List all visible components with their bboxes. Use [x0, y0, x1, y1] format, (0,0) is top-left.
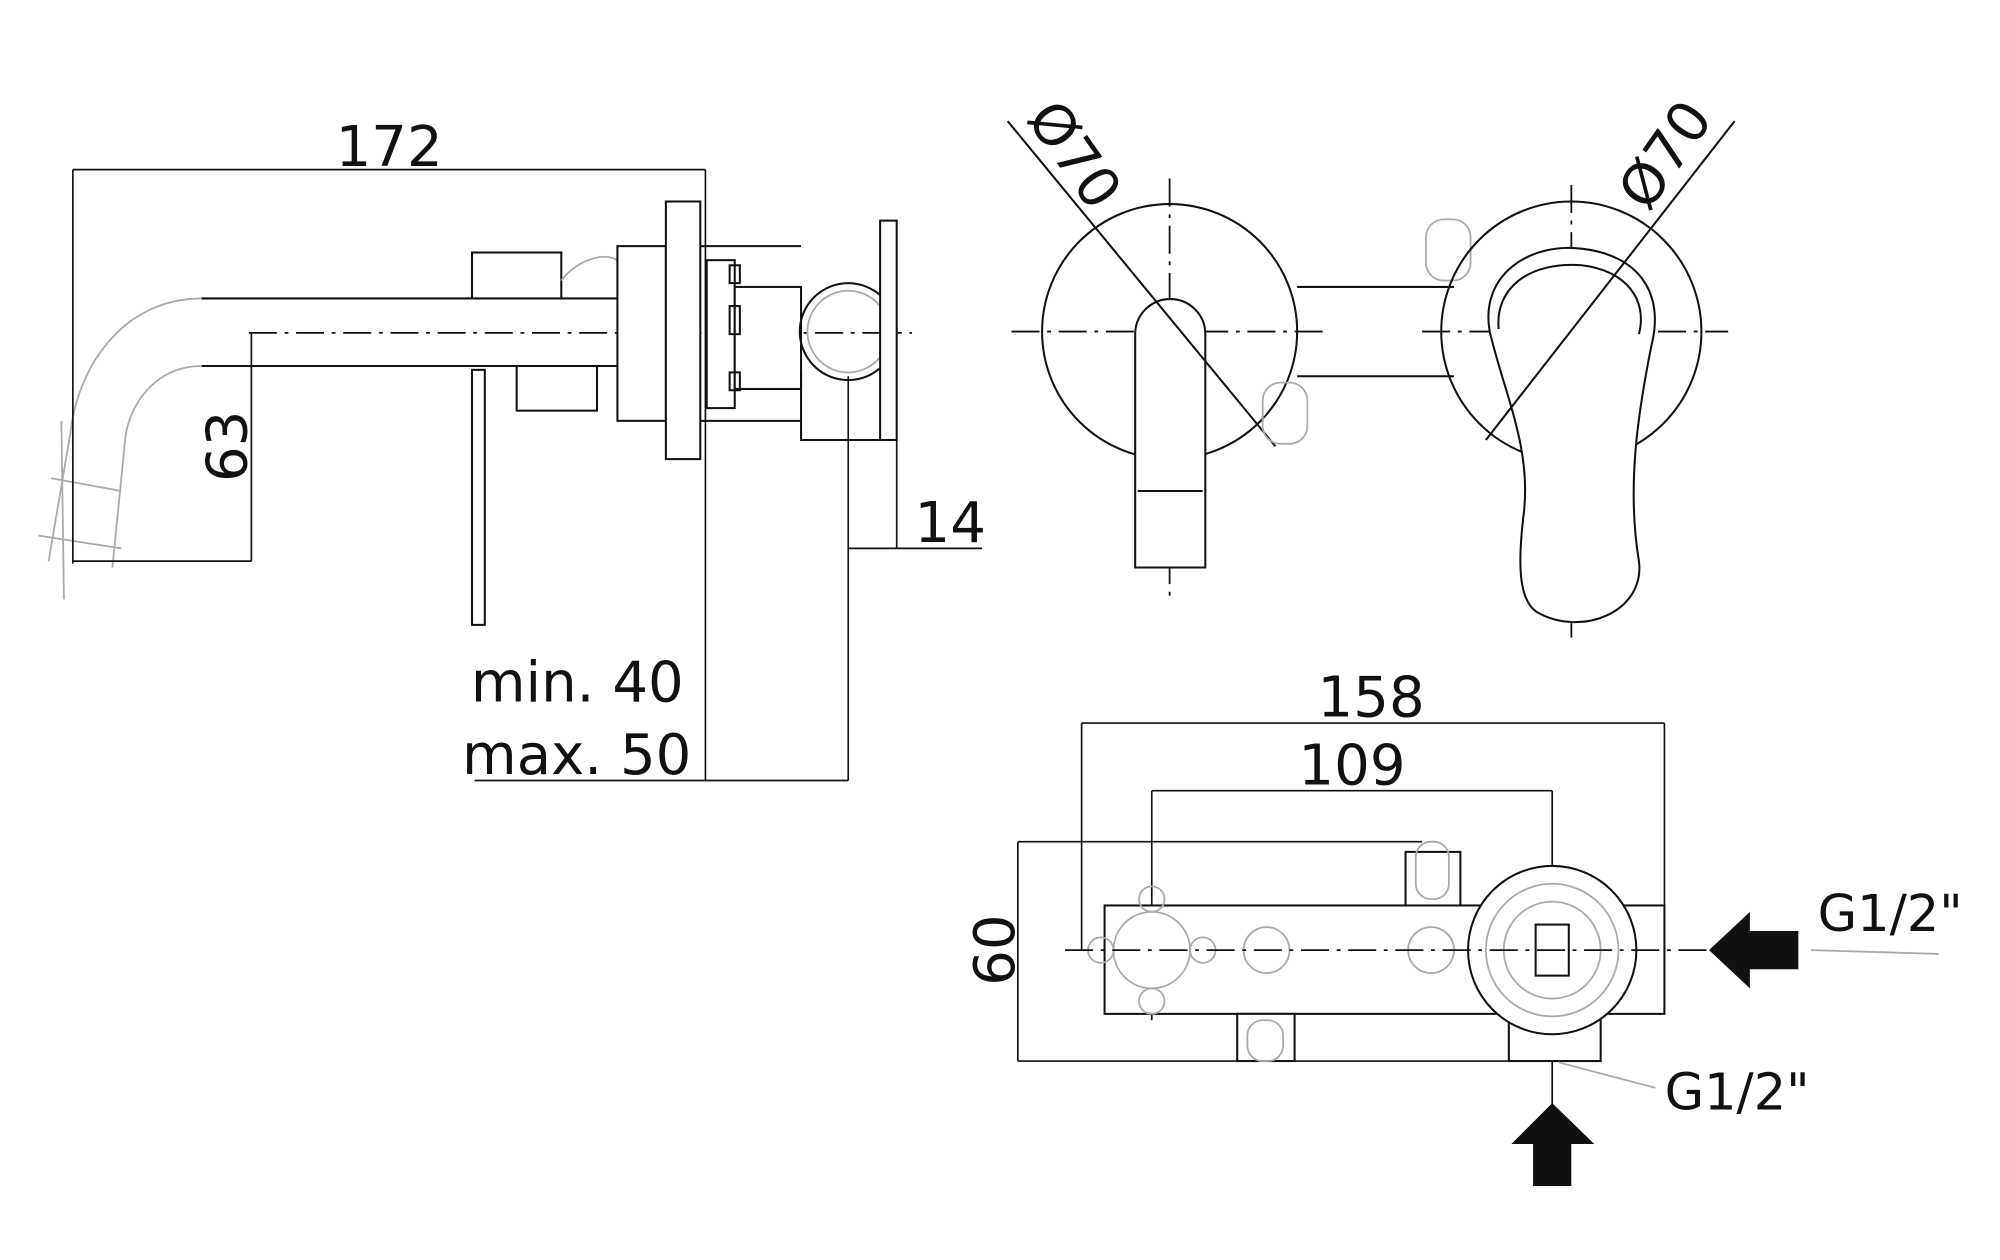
box-outline	[800, 369, 897, 441]
handle-lever	[471, 368, 486, 626]
handle-block-top	[471, 251, 563, 300]
bolt	[728, 264, 741, 285]
dim-14-label: 14	[915, 491, 986, 556]
spout-bend-inner	[111, 365, 202, 568]
inlet-side-label: G1/2"	[1818, 885, 1963, 944]
diameter-leader	[1485, 120, 1736, 441]
dim-109-label: 109	[1298, 733, 1405, 798]
connector	[733, 285, 803, 390]
spout-bend-outer	[47, 297, 202, 562]
wall-min-label: min. 40	[471, 650, 684, 715]
bolt	[728, 305, 741, 336]
diameter-label-left: Ø70	[1014, 89, 1134, 221]
handle-block-bottom	[515, 364, 599, 412]
body-view: 158 109 60 G1/2" G1/2"	[963, 666, 1963, 1187]
front-view: Ø70 Ø70	[1006, 89, 1736, 645]
spout-front	[1134, 298, 1207, 569]
cartridge-stem	[1534, 923, 1570, 977]
top-clip-slot	[1414, 840, 1450, 900]
inlet-bottom-label: G1/2"	[1665, 1064, 1810, 1123]
dim-172-label: 172	[336, 115, 443, 180]
wall-plate	[664, 200, 702, 461]
cartridge-inner	[1484, 882, 1620, 1018]
dim-158-label: 158	[1318, 666, 1425, 731]
handle-curve	[560, 255, 619, 282]
dim-63-label: 63	[195, 411, 260, 482]
inlet-arrow-bottom	[1511, 1103, 1595, 1187]
bolt	[728, 371, 741, 392]
side-view: 172 63 14 min. 40 max. 50	[38, 115, 986, 788]
top-clip	[1404, 850, 1462, 907]
bottom-clip-slot	[1246, 1019, 1285, 1062]
clip	[1261, 381, 1309, 445]
clip	[1425, 218, 1472, 282]
leader-line	[1811, 949, 1939, 955]
wall-max-label: max. 50	[462, 723, 691, 788]
spout-outlet	[38, 420, 122, 600]
leader-line	[1558, 1061, 1656, 1089]
flange-lobe	[1138, 885, 1166, 913]
back-plate	[879, 219, 898, 441]
handle-detail	[1497, 263, 1642, 335]
inlet-circle-inner	[806, 289, 890, 374]
body-block	[616, 245, 667, 422]
dim-60-label: 60	[963, 914, 1028, 985]
handle-lever-front	[1487, 246, 1656, 624]
diameter-leader	[1006, 120, 1277, 448]
inlet-arrow-side	[1709, 911, 1799, 989]
flange-lobe	[1138, 987, 1166, 1015]
